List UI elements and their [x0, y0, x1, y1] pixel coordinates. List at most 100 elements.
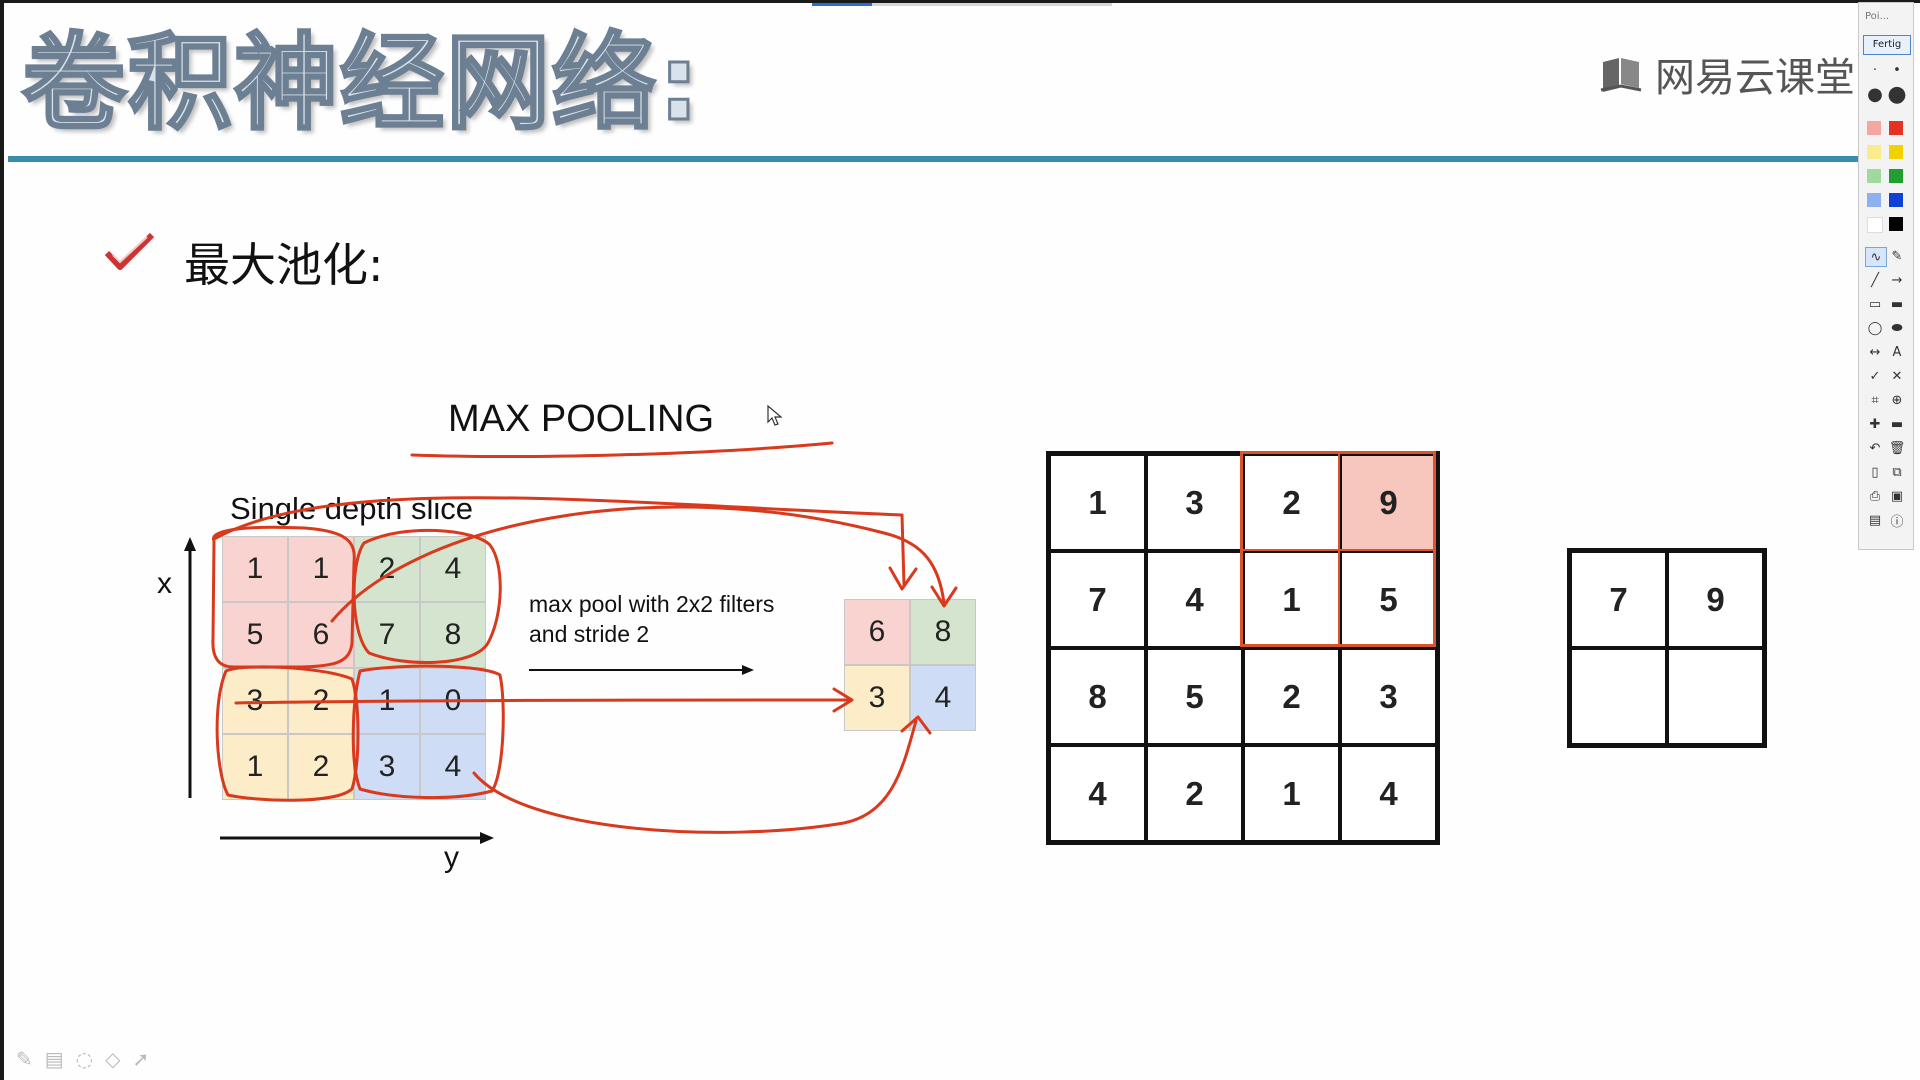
operation-line-1: max pool with 2x2 filters — [529, 591, 775, 617]
freehand-icon[interactable]: ∿ — [1865, 247, 1887, 267]
color-swatch[interactable] — [1889, 217, 1903, 231]
bullet-heading: 最大池化: — [184, 238, 384, 292]
example-cell: 9 — [1340, 454, 1437, 551]
pen-icon[interactable]: ✎ — [1891, 248, 1903, 264]
color-swatch[interactable] — [1867, 169, 1881, 183]
input-cell: 1 — [222, 536, 288, 602]
output-cell: 3 — [844, 665, 910, 731]
dot-large-icon[interactable]: ● — [1867, 83, 1883, 105]
color-swatch[interactable] — [1889, 193, 1903, 207]
example-cell: 4 — [1340, 745, 1437, 842]
input-cell: 2 — [288, 668, 354, 734]
result-cell — [1667, 648, 1764, 745]
info-icon[interactable]: ⓘ — [1890, 514, 1904, 530]
result-cell — [1570, 648, 1667, 745]
book-icon — [1600, 58, 1642, 92]
screen-icon[interactable]: ▤ — [1868, 512, 1882, 528]
title-divider — [8, 156, 1868, 162]
output-cell: 8 — [910, 599, 976, 665]
ellipse-icon[interactable]: ◯ — [1867, 320, 1883, 336]
example-cell: 4 — [1146, 551, 1243, 648]
line-icon[interactable]: ╱ — [1871, 272, 1879, 288]
y-axis-arrowhead — [480, 832, 494, 844]
mouse-cursor-icon — [767, 405, 783, 426]
example-cell: 3 — [1146, 454, 1243, 551]
brand-name: 网易云课堂 — [1655, 55, 1855, 101]
max-pooling-title: MAX POOLING — [448, 398, 715, 440]
bottom-tool-strip: ✎ ▤ ◌ ◇ ➚ — [16, 1047, 149, 1071]
operation-line-2: and stride 2 — [529, 621, 650, 647]
rectangle-icon[interactable]: ▭ — [1868, 296, 1882, 312]
input-cell: 6 — [288, 602, 354, 668]
example-cell: 1 — [1243, 551, 1340, 648]
checkmark-bullet-icon — [104, 232, 155, 270]
crop-icon[interactable]: ⌗ — [1871, 392, 1879, 408]
minus-icon[interactable]: ▬ — [1890, 416, 1904, 432]
color-swatch[interactable] — [1889, 145, 1903, 159]
screen-tool-icon[interactable]: ▤ — [44, 1047, 64, 1071]
result-cell: 7 — [1570, 551, 1667, 648]
dot-medium-icon[interactable]: • — [1893, 62, 1901, 78]
toolbar-done-button[interactable]: Fertig — [1863, 35, 1911, 55]
filled-rectangle-icon[interactable]: ▬ — [1890, 296, 1904, 312]
underline-stroke — [410, 441, 834, 458]
single-depth-slice-label: Single depth slice — [230, 491, 473, 526]
pen-tool-icon[interactable]: ✎ — [16, 1047, 33, 1071]
input-cell: 1 — [222, 734, 288, 800]
dot-xlarge-icon[interactable]: ● — [1887, 81, 1907, 107]
check-icon[interactable]: ✓ — [1869, 368, 1881, 384]
trash-icon[interactable]: 🗑 — [1888, 440, 1906, 456]
new-page-icon[interactable]: ▯ — [1871, 464, 1879, 480]
example-cell: 2 — [1146, 745, 1243, 842]
example-cell: 4 — [1049, 745, 1146, 842]
plus-icon[interactable]: ✚ — [1869, 416, 1881, 432]
print-icon[interactable]: ⎙ — [1869, 488, 1881, 504]
example-cell: 1 — [1049, 454, 1146, 551]
filled-ellipse-icon[interactable]: ⬬ — [1891, 320, 1903, 336]
x-axis-arrowhead — [184, 537, 196, 551]
dot-small-icon[interactable]: · — [1872, 62, 1878, 78]
eraser-icon[interactable]: ◇ — [105, 1047, 121, 1071]
text-icon[interactable]: A — [1892, 344, 1902, 360]
copy-icon[interactable]: ⧉ — [1892, 464, 1902, 480]
example-cell: 2 — [1243, 454, 1340, 551]
color-swatch[interactable] — [1889, 121, 1903, 135]
color-swatch[interactable] — [1889, 169, 1903, 183]
example-cell: 5 — [1146, 648, 1243, 745]
color-swatch[interactable] — [1867, 121, 1881, 135]
input-cell: 0 — [420, 668, 486, 734]
undo-icon[interactable]: ↶ — [1869, 440, 1881, 456]
color-swatch[interactable] — [1867, 193, 1881, 207]
arrow-icon[interactable]: → — [1891, 272, 1903, 288]
zoom-icon[interactable]: ⊕ — [1891, 392, 1903, 408]
eraser-circle-icon[interactable]: ◌ — [75, 1047, 94, 1071]
input-cell: 8 — [420, 602, 486, 668]
arrow-to-6-head — [888, 566, 918, 591]
input-cell: 3 — [222, 668, 288, 734]
input-cell: 7 — [354, 602, 420, 668]
operation-arrowhead — [742, 665, 754, 675]
color-swatch[interactable] — [1867, 145, 1881, 159]
brand-logo: 网易云课堂 — [1599, 45, 1855, 103]
operation-description: max pool with 2x2 filters and stride 2 — [529, 589, 774, 649]
double-arrow-icon[interactable]: ↔ — [1869, 344, 1881, 360]
annotation-toolbar: Poi... Fertig · • ● ● ∿✎╱→▭▬◯⬬↔A✓✕⌗⊕✚▬↶🗑… — [1858, 2, 1914, 550]
cross-icon[interactable]: ✕ — [1891, 368, 1903, 384]
input-cell: 1 — [288, 536, 354, 602]
input-cell: 2 — [354, 536, 420, 602]
example-cell: 7 — [1049, 551, 1146, 648]
pointer-icon[interactable]: ➚ — [132, 1047, 150, 1071]
color-swatch[interactable] — [1867, 217, 1883, 233]
input-cell: 4 — [420, 734, 486, 800]
example-cell: 8 — [1049, 648, 1146, 745]
top-progress-tab — [812, 3, 1112, 6]
slide-title: 卷积神经网络: — [21, 21, 702, 146]
arrow-to-4 — [472, 719, 918, 834]
save-icon[interactable]: ▣ — [1890, 488, 1904, 504]
input-cell: 4 — [420, 536, 486, 602]
